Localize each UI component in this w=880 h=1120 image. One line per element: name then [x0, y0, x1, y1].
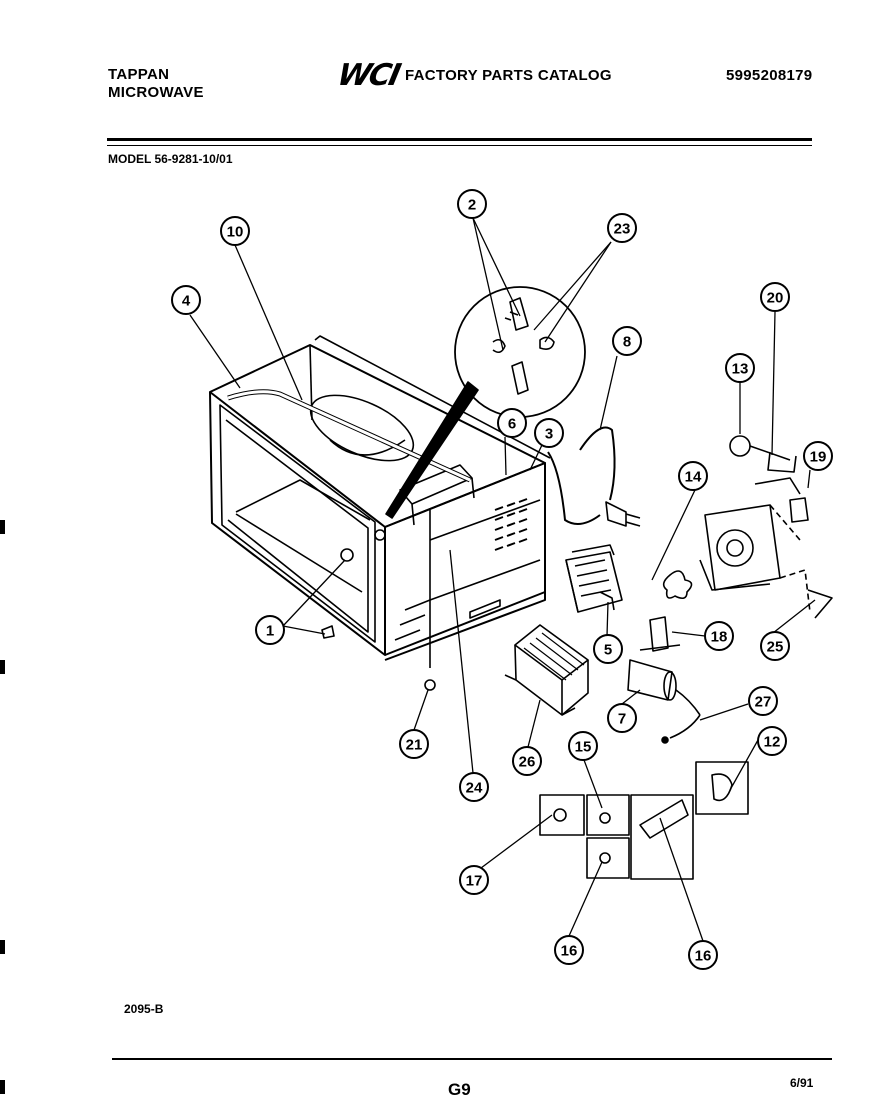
cavity-assembly: [209, 335, 551, 668]
transformer: [504, 624, 589, 716]
svg-text:16: 16: [561, 943, 578, 960]
callout-12: 12: [757, 726, 787, 756]
svg-text:27: 27: [755, 694, 772, 711]
model-number: MODEL 56-9281-10/01: [108, 152, 233, 166]
diode: [661, 714, 701, 744]
brand-name: TAPPAN MICROWAVE: [108, 66, 204, 102]
svg-text:3: 3: [545, 426, 553, 443]
revision-date: 6/91: [790, 1076, 814, 1090]
callout-22: 21: [399, 729, 429, 759]
fan-blade: [662, 570, 693, 600]
callout-27: 27: [748, 686, 778, 716]
callout-6: 6: [497, 408, 527, 438]
drawing-id: 2095-B: [124, 1002, 164, 1016]
svg-text:26: 26: [519, 754, 536, 771]
leader-lines: [189, 217, 816, 942]
callout-8: 8: [612, 326, 642, 356]
callout-21: 20: [760, 282, 790, 312]
power-cord: [547, 426, 641, 527]
svg-text:23: 23: [614, 221, 631, 238]
svg-text:5: 5: [604, 642, 612, 659]
brand-line-1: TAPPAN: [108, 66, 170, 83]
switch-detail-inset: [385, 286, 586, 519]
header-rule-thin: [107, 145, 812, 146]
binding-mark: [0, 660, 5, 674]
svg-text:7: 7: [618, 711, 626, 728]
svg-text:20: 20: [767, 290, 784, 307]
callout-2: 2: [457, 189, 487, 219]
callout-18: 16: [554, 935, 584, 965]
thermal-cutout: [639, 616, 681, 652]
callout-3: 3: [534, 418, 564, 448]
svg-text:25: 25: [767, 639, 784, 656]
callout-26: 26: [512, 746, 542, 776]
callout-16: 16: [688, 940, 718, 970]
capacitor: [627, 659, 701, 716]
svg-text:16: 16: [695, 948, 712, 965]
fan-motor-bracket: [699, 504, 833, 619]
catalog-title: FACTORY PARTS CATALOG: [405, 67, 612, 84]
callouts: 10 4 2 23 8 6 3 20 13 19 14 1 5 18 25 27…: [171, 189, 833, 970]
fastener-boxes: [539, 761, 749, 880]
svg-text:19: 19: [810, 449, 827, 466]
callout-1: 1: [255, 615, 285, 645]
binding-mark: [0, 520, 5, 534]
callout-7: 7: [607, 703, 637, 733]
svg-text:12: 12: [764, 734, 781, 751]
callout-4: 5: [593, 634, 623, 664]
svg-text:17: 17: [466, 873, 483, 890]
callout-14: 14: [678, 461, 708, 491]
svg-text:6: 6: [508, 416, 516, 433]
footer-rule: [112, 1058, 832, 1060]
svg-text:2: 2: [468, 197, 476, 214]
door-seal-strip: [227, 389, 472, 483]
svg-text:8: 8: [623, 334, 631, 351]
callout-23: 23: [607, 213, 637, 243]
callout-5: 4: [171, 285, 201, 315]
callout-20: 19: [803, 441, 833, 471]
brand-line-2: MICROWAVE: [108, 84, 204, 101]
svg-text:10: 10: [227, 224, 244, 241]
callout-24: 24: [459, 772, 489, 802]
svg-text:24: 24: [466, 780, 483, 797]
binding-mark: [0, 940, 5, 954]
binding-mark: [0, 1080, 5, 1094]
svg-text:4: 4: [182, 293, 191, 310]
catalog-number: 5995208179: [726, 67, 813, 84]
callout-10: 10: [220, 216, 250, 246]
callout-13: 13: [725, 353, 755, 383]
callout-15: 15: [568, 731, 598, 761]
svg-text:18: 18: [711, 629, 728, 646]
callout-19: 18: [704, 621, 734, 651]
svg-text:21: 21: [406, 737, 423, 754]
svg-text:13: 13: [732, 361, 749, 378]
svg-text:14: 14: [685, 469, 702, 486]
lamp-socket: [729, 435, 809, 523]
svg-text:15: 15: [575, 739, 592, 756]
header-rule-thick: [107, 138, 812, 141]
svg-text:1: 1: [266, 623, 274, 640]
callout-17: 17: [459, 865, 489, 895]
magnetron: [565, 544, 623, 613]
callout-25: 25: [760, 631, 790, 661]
screws: [321, 529, 436, 691]
page-number: G9: [448, 1080, 471, 1099]
